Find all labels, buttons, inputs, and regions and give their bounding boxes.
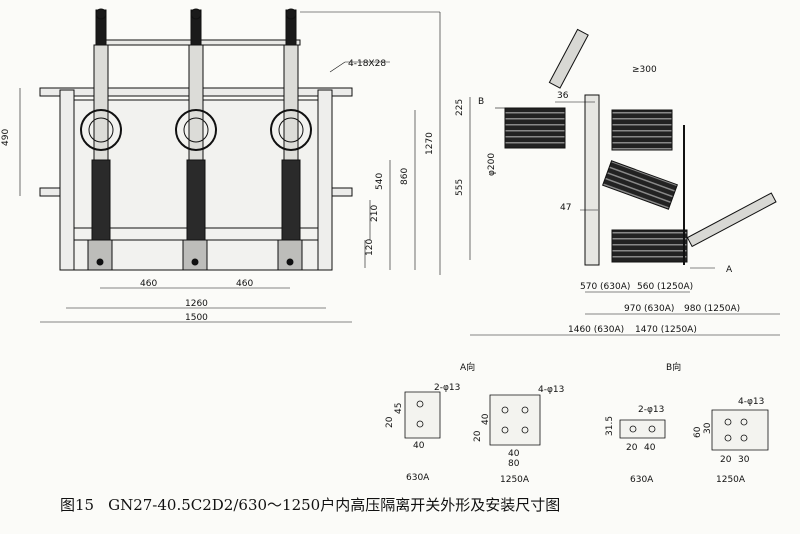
a630-dim-20: 20 [385, 416, 395, 428]
width-row2-1250: 980 (1250A) [684, 304, 740, 314]
front-dimension-lines [19, 11, 441, 323]
front-view [19, 8, 441, 323]
width-row3-630: 1460 (630A) [568, 325, 624, 335]
dim-47: 47 [560, 203, 571, 213]
view-a-label: A [726, 265, 733, 275]
figure-number: 图15 [60, 496, 95, 514]
width-row2-630: 970 (630A) [624, 304, 674, 314]
dim-phi200: φ200 [487, 153, 497, 176]
pole-2 [175, 44, 217, 271]
view-b-label: B [478, 97, 484, 107]
figure-title: GN27-40.5C2D2/630～1250户内高压隔离开关外形及安装尺寸图 [108, 496, 561, 514]
b-view-title: B向 [666, 361, 681, 373]
b1250-holes: 4-φ13 [738, 397, 764, 407]
dim-460-right: 460 [236, 279, 253, 289]
operating-arm [548, 28, 589, 89]
dim-1260: 1260 [185, 299, 208, 309]
width-row1-1250: 560 (1250A) [637, 282, 693, 292]
insulator-left [504, 107, 566, 149]
dim-1270: 1270 [425, 132, 435, 155]
b1250-dim-20: 20 [720, 455, 732, 465]
b630-dim-31-5: 31.5 [605, 416, 615, 436]
a1250-dim-40-h: 40 [508, 449, 520, 459]
dim-210: 210 [370, 205, 380, 222]
b1250-label: 1250A [716, 475, 746, 485]
dim-490: 490 [1, 129, 11, 146]
pole-3 [270, 44, 312, 271]
dim-1500: 1500 [185, 313, 208, 323]
detail-shapes [404, 391, 769, 451]
a630-label: 630A [406, 473, 430, 483]
dim-555: 555 [455, 179, 465, 196]
dim-860: 860 [400, 168, 410, 185]
dim-460-left: 460 [140, 279, 157, 289]
side-view [469, 28, 780, 336]
b630-label: 630A [630, 475, 654, 485]
side-frame [584, 94, 600, 266]
a630-dim-40: 40 [413, 441, 425, 451]
a1250-dim-20: 20 [473, 430, 483, 442]
b630-dim-40: 40 [644, 443, 656, 453]
a1250-label: 1250A [500, 475, 530, 485]
a1250-dim-80: 80 [508, 459, 520, 469]
blade-open [686, 192, 777, 248]
dim-min-300: ≥300 [632, 65, 657, 75]
b630-holes: 2-φ13 [638, 405, 664, 415]
insulator-lower [611, 229, 688, 263]
b1250-dim-30-v: 30 [703, 422, 713, 434]
figure-caption: 图15 GN27-40.5C2D2/630～1250户内高压隔离开关外形及安装尺寸… [60, 494, 574, 515]
b1250-dim-30-h: 30 [738, 455, 750, 465]
side-dimension-lines [469, 97, 780, 336]
a630-dim-45: 45 [394, 403, 404, 414]
dim-225: 225 [455, 99, 465, 116]
a630-holes: 2-φ13 [434, 383, 460, 393]
a-view-title: A向 [460, 361, 475, 373]
width-row3-1250: 1470 (1250A) [635, 325, 697, 335]
a1250-holes: 4-φ13 [538, 385, 564, 395]
insulator-upper [611, 109, 673, 151]
dim-540: 540 [375, 173, 385, 190]
b630-dim-20: 20 [626, 443, 638, 453]
b1250-dim-60: 60 [693, 426, 703, 438]
a1250-dim-40-v: 40 [481, 413, 491, 425]
width-row1-630: 570 (630A) [580, 282, 630, 292]
hole-note: 4-18X28 [348, 59, 386, 69]
insulator-inclined [602, 160, 678, 210]
dim-120: 120 [365, 239, 375, 256]
dim-36: 36 [557, 91, 569, 101]
pole-1 [80, 44, 122, 271]
